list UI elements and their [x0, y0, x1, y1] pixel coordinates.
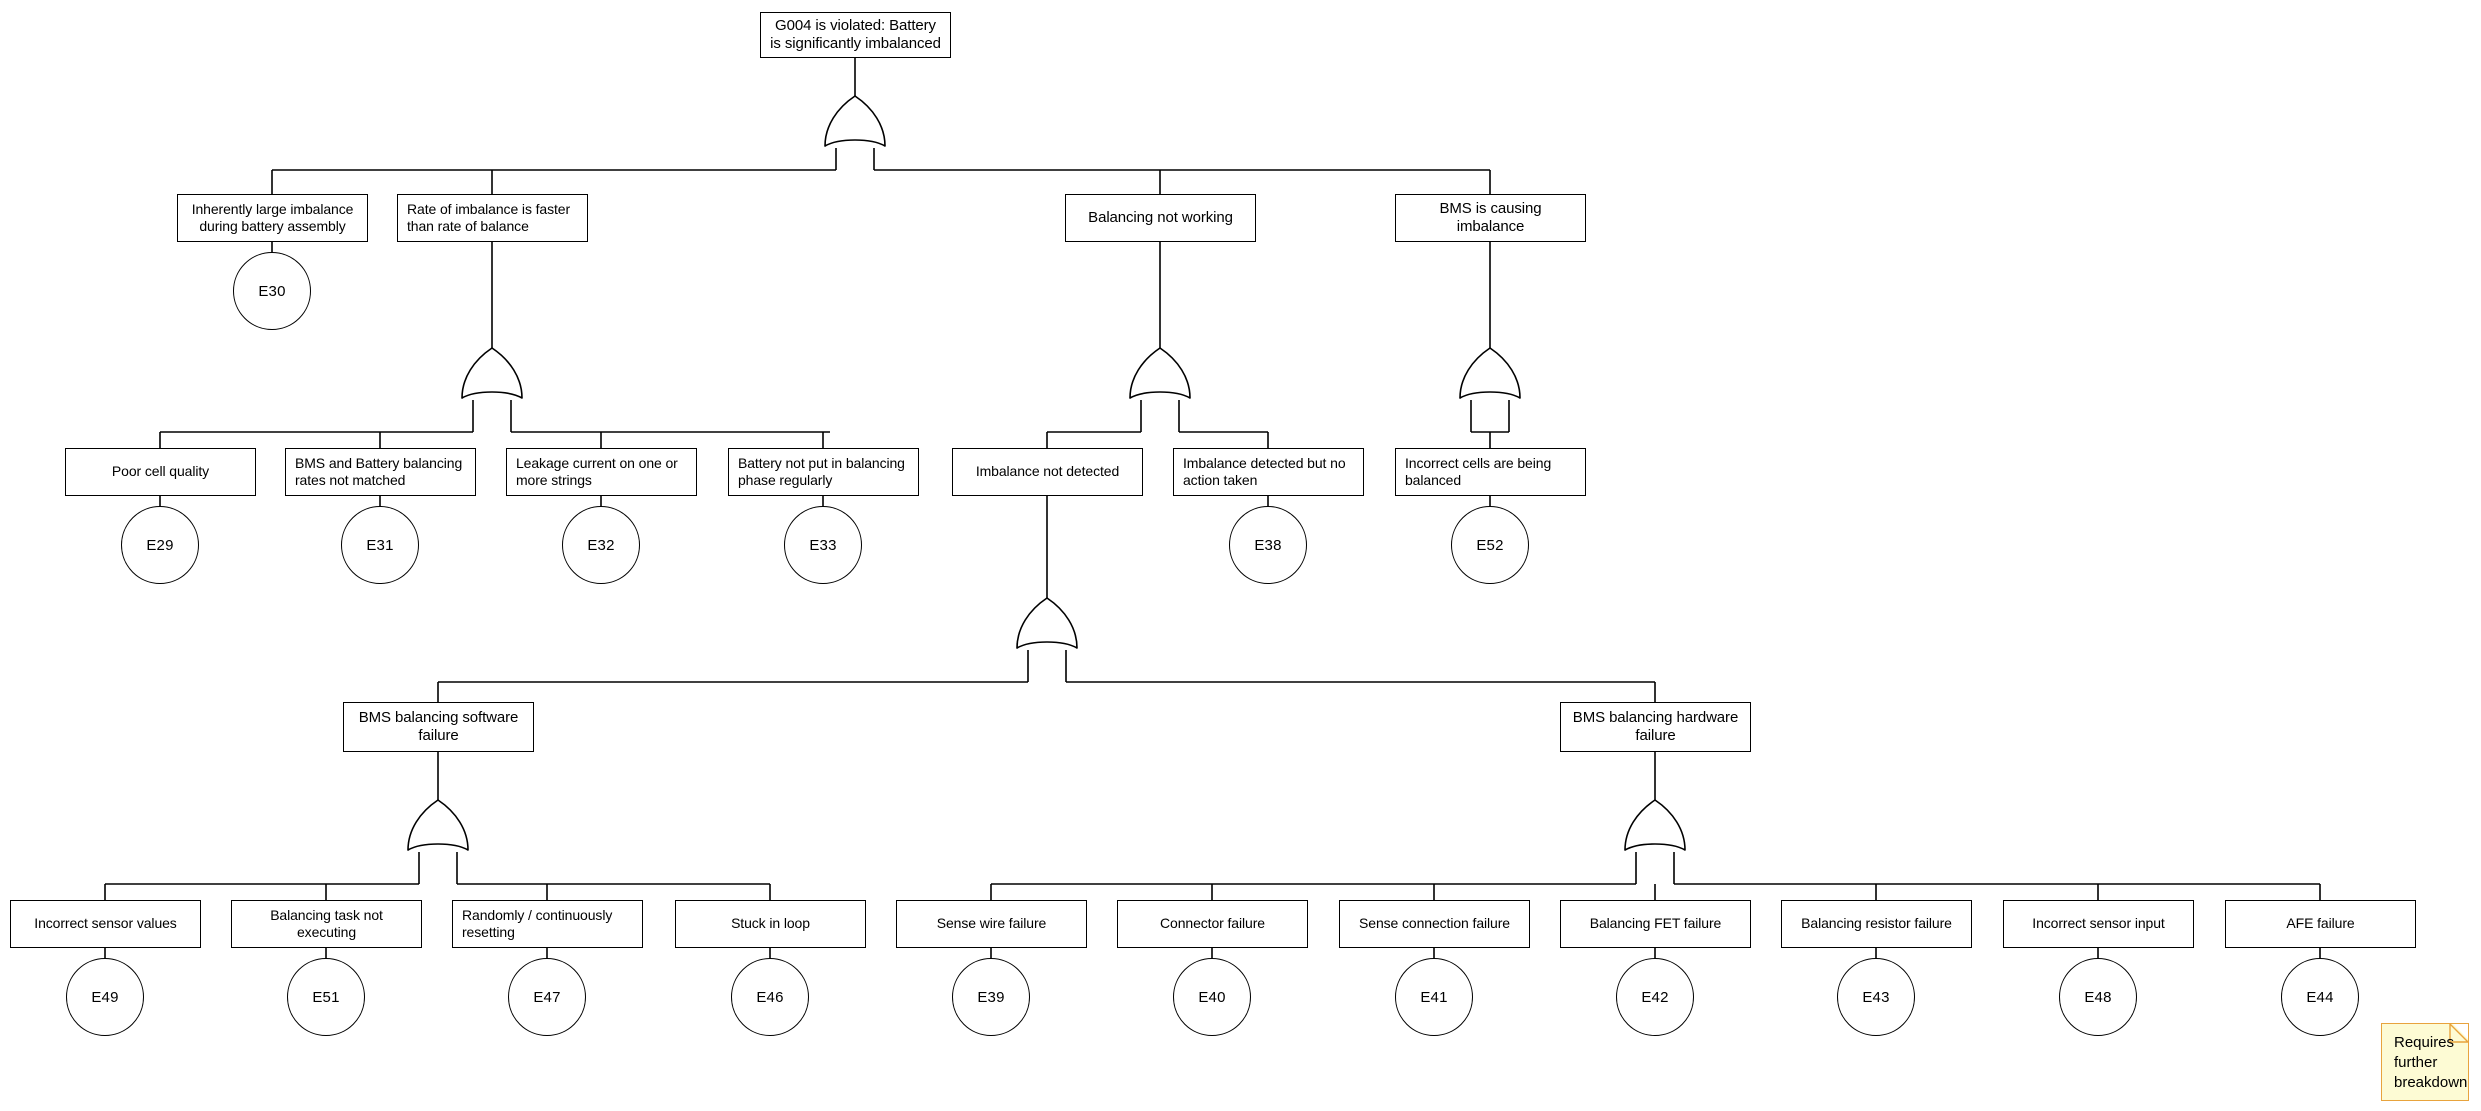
basic-event-E42[interactable]: E42: [1616, 958, 1694, 1036]
event-node-label: Stuck in loop: [731, 915, 810, 932]
event-node-label: Poor cell quality: [111, 463, 210, 480]
basic-event-E30[interactable]: E30: [233, 252, 311, 330]
event-node-imbalance-detected-no-action[interactable]: Imbalance detected but no action taken: [1173, 448, 1364, 496]
basic-event-E48[interactable]: E48: [2059, 958, 2137, 1036]
event-node-label: Balancing resistor failure: [1801, 915, 1952, 932]
or-gate-top[interactable]: [823, 95, 887, 148]
event-node-label: BMS balancing software failure: [358, 708, 519, 744]
event-node-label: Incorrect cells are being balanced: [1405, 454, 1552, 488]
event-node-label: Battery not put in balancing phase regul…: [738, 454, 905, 488]
event-node-balancing-rates-not-matched[interactable]: BMS and Battery balancing rates not matc…: [285, 448, 476, 496]
folded-corner-icon: [2452, 1024, 2468, 1040]
basic-event-id: E41: [1420, 988, 1448, 1006]
basic-event-id: E46: [756, 988, 784, 1006]
event-node-label: Balancing FET failure: [1589, 915, 1722, 932]
event-node-balancing-resistor-failure[interactable]: Balancing resistor failure: [1781, 900, 1972, 948]
basic-event-E38[interactable]: E38: [1229, 506, 1307, 584]
basic-event-E46[interactable]: E46: [731, 958, 809, 1036]
event-node-sense-connection-failure[interactable]: Sense connection failure: [1339, 900, 1530, 948]
event-node-label: Incorrect sensor values: [34, 915, 177, 932]
sticky-note-requires-breakdown[interactable]: Requires further breakdown: [2381, 1023, 2469, 1101]
event-node-label: Imbalance not detected: [975, 463, 1120, 480]
event-node-label: Balancing not working: [1088, 208, 1233, 226]
basic-event-E33[interactable]: E33: [784, 506, 862, 584]
basic-event-id: E49: [91, 988, 119, 1006]
basic-event-E32[interactable]: E32: [562, 506, 640, 584]
event-node-afe-failure[interactable]: AFE failure: [2225, 900, 2416, 948]
basic-event-id: E32: [587, 536, 615, 554]
basic-event-E47[interactable]: E47: [508, 958, 586, 1036]
event-node-balancing-task-not-executing[interactable]: Balancing task not executing: [231, 900, 422, 948]
event-node-label: Connector failure: [1160, 915, 1265, 932]
or-gate-bms-hardware-failure[interactable]: [1623, 799, 1687, 852]
event-node-bms-hardware-failure[interactable]: BMS balancing hardware failure: [1560, 702, 1751, 752]
basic-event-E49[interactable]: E49: [66, 958, 144, 1036]
or-gate-imbalance-not-detected[interactable]: [1015, 597, 1079, 650]
event-node-label: Leakage current on one or more strings: [516, 454, 678, 488]
basic-event-id: E29: [146, 536, 174, 554]
basic-event-E51[interactable]: E51: [287, 958, 365, 1036]
basic-event-E43[interactable]: E43: [1837, 958, 1915, 1036]
event-node-poor-cell-quality[interactable]: Poor cell quality: [65, 448, 256, 496]
basic-event-id: E39: [977, 988, 1005, 1006]
top-event-label: G004 is violated: Battery is significant…: [770, 16, 941, 52]
event-node-label: AFE failure: [2286, 915, 2355, 932]
event-node-leakage-current[interactable]: Leakage current on one or more strings: [506, 448, 697, 496]
event-node-randomly-resetting[interactable]: Randomly / continuously resetting: [452, 900, 643, 948]
event-node-bms-causing-imbalance[interactable]: BMS is causing imbalance: [1395, 194, 1586, 242]
basic-event-id: E38: [1254, 536, 1282, 554]
event-node-bms-software-failure[interactable]: BMS balancing software failure: [343, 702, 534, 752]
event-node-label: Sense connection failure: [1359, 915, 1510, 932]
or-gate-bms-software-failure[interactable]: [406, 799, 470, 852]
basic-event-E39[interactable]: E39: [952, 958, 1030, 1036]
basic-event-E41[interactable]: E41: [1395, 958, 1473, 1036]
basic-event-E31[interactable]: E31: [341, 506, 419, 584]
event-node-incorrect-cells-balanced[interactable]: Incorrect cells are being balanced: [1395, 448, 1586, 496]
event-node-connector-failure[interactable]: Connector failure: [1117, 900, 1308, 948]
top-event-node[interactable]: G004 is violated: Battery is significant…: [760, 12, 951, 58]
event-node-stuck-in-loop[interactable]: Stuck in loop: [675, 900, 866, 948]
or-gate-balancing-not-working[interactable]: [1128, 347, 1192, 400]
event-node-label: BMS is causing imbalance: [1439, 199, 1542, 235]
event-node-balancing-fet-failure[interactable]: Balancing FET failure: [1560, 900, 1751, 948]
basic-event-id: E48: [2084, 988, 2112, 1006]
event-node-not-put-in-balancing-phase[interactable]: Battery not put in balancing phase regul…: [728, 448, 919, 496]
event-node-label: BMS and Battery balancing rates not matc…: [295, 454, 463, 488]
basic-event-E40[interactable]: E40: [1173, 958, 1251, 1036]
basic-event-E29[interactable]: E29: [121, 506, 199, 584]
basic-event-id: E42: [1641, 988, 1669, 1006]
basic-event-E52[interactable]: E52: [1451, 506, 1529, 584]
basic-event-id: E33: [809, 536, 837, 554]
event-node-label: Rate of imbalance is faster than rate of…: [407, 200, 571, 234]
event-node-label: Imbalance detected but no action taken: [1183, 454, 1346, 488]
event-node-incorrect-sensor-input[interactable]: Incorrect sensor input: [2003, 900, 2194, 948]
basic-event-E44[interactable]: E44: [2281, 958, 2359, 1036]
event-node-incorrect-sensor-values[interactable]: Incorrect sensor values: [10, 900, 201, 948]
event-node-label: Sense wire failure: [936, 915, 1047, 932]
event-node-label: Incorrect sensor input: [2032, 915, 2165, 932]
basic-event-id: E31: [366, 536, 394, 554]
basic-event-id: E30: [258, 282, 286, 300]
event-node-sense-wire-failure[interactable]: Sense wire failure: [896, 900, 1087, 948]
event-node-label: Inherently large imbalance during batter…: [191, 200, 354, 234]
basic-event-id: E40: [1198, 988, 1226, 1006]
event-node-label: BMS balancing hardware failure: [1572, 708, 1739, 744]
basic-event-id: E51: [312, 988, 340, 1006]
basic-event-id: E47: [533, 988, 561, 1006]
basic-event-id: E52: [1476, 536, 1504, 554]
basic-event-id: E43: [1862, 988, 1890, 1006]
basic-event-id: E44: [2306, 988, 2334, 1006]
event-node-balancing-not-working[interactable]: Balancing not working: [1065, 194, 1256, 242]
event-node-inherent-imbalance[interactable]: Inherently large imbalance during batter…: [177, 194, 368, 242]
event-node-imbalance-not-detected[interactable]: Imbalance not detected: [952, 448, 1143, 496]
event-node-label: Randomly / continuously resetting: [462, 906, 613, 940]
or-gate-bms-causing-imbalance[interactable]: [1458, 347, 1522, 400]
event-node-label: Balancing task not executing: [270, 906, 383, 940]
event-node-rate-of-imbalance[interactable]: Rate of imbalance is faster than rate of…: [397, 194, 588, 242]
sticky-note-text: Requires further breakdown: [2394, 1034, 2468, 1092]
or-gate-rate-of-imbalance[interactable]: [460, 347, 524, 400]
